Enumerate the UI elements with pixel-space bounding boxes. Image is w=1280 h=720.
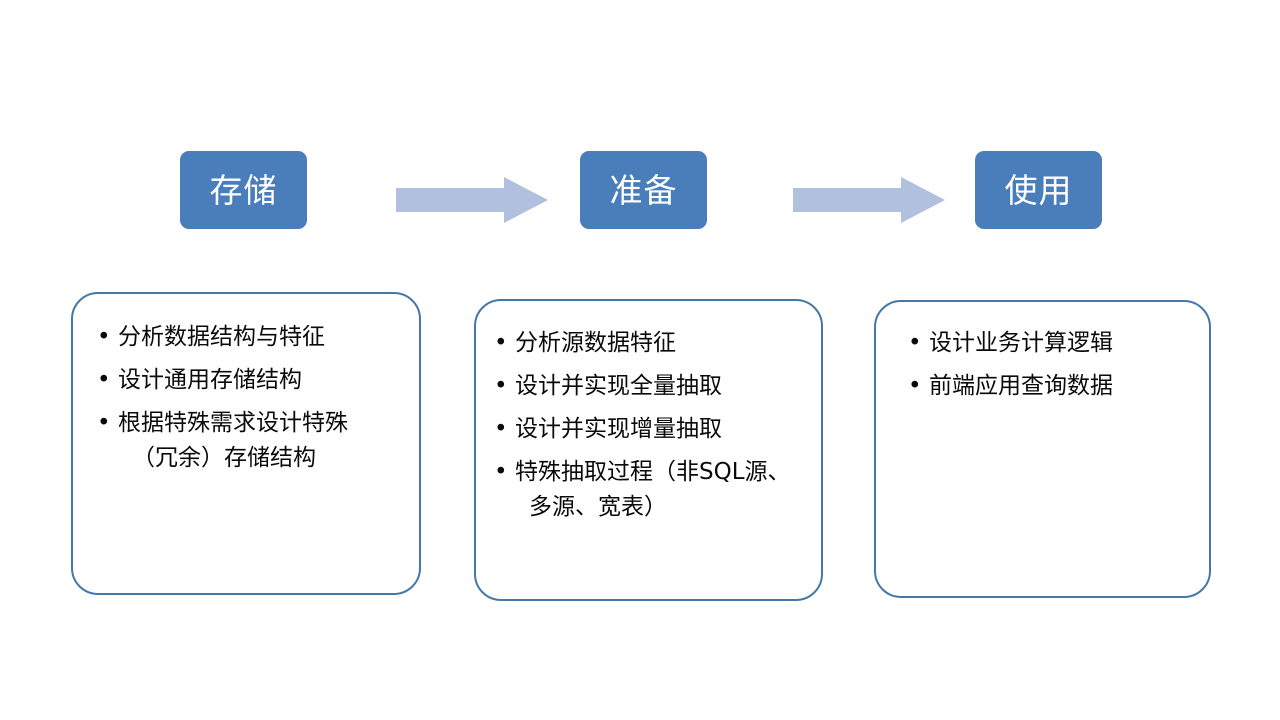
panel-store[interactable]: • 分析数据结构与特征 • 设计通用存储结构 • 根据特殊需求设计特殊 （冗余）… — [71, 292, 421, 595]
list-item-line1: 前端应用查询数据 — [929, 372, 1113, 399]
arrow-right-icon-prepare-to-use — [793, 176, 945, 224]
arrow-right-icon-store-to-prepare — [396, 176, 548, 224]
list-item: • 特殊抽取过程（非SQL源、 多源、宽表） — [490, 455, 811, 525]
bullet-icon: • — [494, 415, 508, 442]
panel-use[interactable]: • 设计业务计算逻辑 • 前端应用查询数据 — [874, 300, 1211, 598]
bullet-icon: • — [97, 409, 111, 436]
bullet-icon: • — [494, 458, 508, 485]
bullet-icon: • — [908, 372, 922, 399]
panel-store-list: • 分析数据结构与特征 • 设计通用存储结构 • 根据特殊需求设计特殊 （冗余）… — [73, 294, 419, 476]
stage-chip-prepare-label: 准备 — [609, 170, 678, 210]
list-item: • 设计并实现全量抽取 — [490, 369, 811, 404]
bullet-icon: • — [494, 372, 508, 399]
list-item-line1: 特殊抽取过程（非SQL源、 — [515, 458, 791, 485]
stage-chip-use[interactable]: 使用 — [975, 151, 1102, 229]
list-item: • 设计业务计算逻辑 — [904, 326, 1197, 361]
list-item: • 分析数据结构与特征 — [93, 320, 403, 355]
list-item-line1: 分析数据结构与特征 — [118, 324, 325, 350]
list-item: • 根据特殊需求设计特殊 （冗余）存储结构 — [93, 406, 403, 476]
stage-chip-use-label: 使用 — [1004, 170, 1073, 210]
list-item-line1: 分析源数据特征 — [515, 330, 676, 356]
bullet-icon: • — [97, 324, 111, 350]
list-item-line1: 设计并实现全量抽取 — [515, 372, 722, 399]
list-item: • 分析源数据特征 — [490, 326, 811, 361]
list-item-line1: 设计业务计算逻辑 — [929, 330, 1113, 356]
stage-chip-store[interactable]: 存储 — [180, 151, 307, 229]
bullet-icon: • — [494, 330, 508, 356]
list-item-line2: （冗余）存储结构 — [132, 444, 316, 471]
stage-chip-store-label: 存储 — [209, 170, 278, 210]
panel-prepare-list: • 分析源数据特征 • 设计并实现全量抽取 • 设计并实现增量抽取 • 特殊抽取… — [476, 301, 821, 525]
list-item-line1: 设计并实现增量抽取 — [515, 415, 722, 442]
bullet-icon: • — [97, 366, 111, 393]
list-item-line1: 设计通用存储结构 — [118, 366, 302, 393]
stage-chip-prepare[interactable]: 准备 — [580, 151, 707, 229]
bullet-icon: • — [908, 330, 922, 356]
list-item: • 前端应用查询数据 — [904, 369, 1197, 404]
panel-use-list: • 设计业务计算逻辑 • 前端应用查询数据 — [876, 302, 1209, 404]
list-item-line2: 多源、宽表） — [529, 493, 667, 520]
list-item: • 设计通用存储结构 — [93, 363, 403, 398]
panel-prepare[interactable]: • 分析源数据特征 • 设计并实现全量抽取 • 设计并实现增量抽取 • 特殊抽取… — [474, 299, 823, 601]
list-item-line1: 根据特殊需求设计特殊 — [118, 409, 348, 436]
list-item: • 设计并实现增量抽取 — [490, 412, 811, 447]
